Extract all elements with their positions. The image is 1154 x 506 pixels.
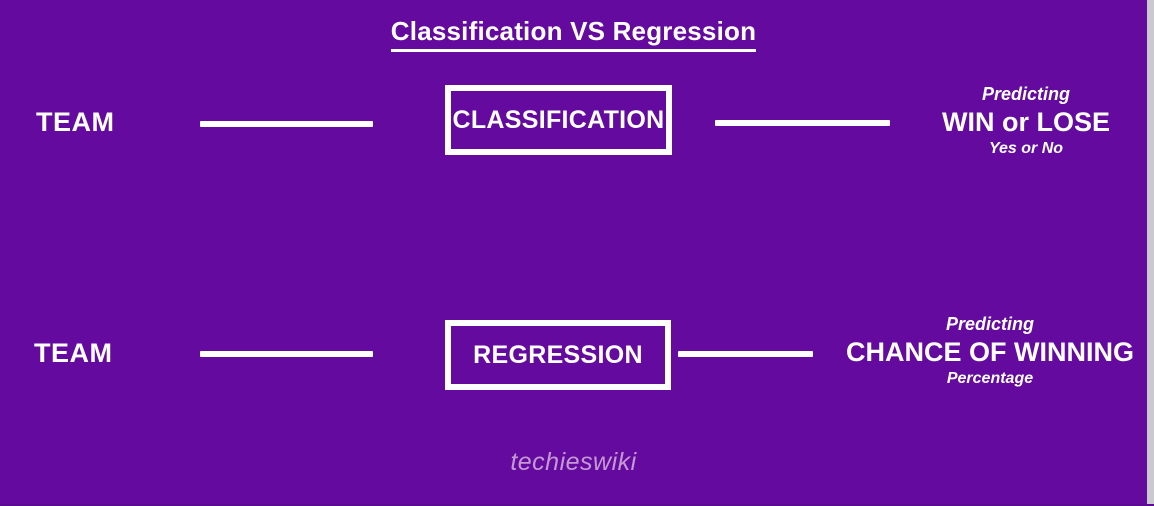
row-2-outcome: Predicting CHANCE OF WINNING Percentage bbox=[843, 313, 1137, 390]
bottom-edge-strip bbox=[0, 504, 1154, 506]
row-2-outcome-main: CHANCE OF WINNING bbox=[846, 336, 1134, 367]
page-title: Classification VS Regression bbox=[0, 16, 1147, 52]
row-2-predicting-label: Predicting bbox=[945, 314, 1034, 334]
row-1-process-box[interactable]: CLASSIFICATION bbox=[445, 85, 672, 155]
row-1-connector-right bbox=[715, 120, 890, 126]
watermark: techieswiki bbox=[510, 448, 637, 476]
row-2-input-label: TEAM bbox=[34, 338, 113, 368]
page-title-text: Classification VS Regression bbox=[390, 16, 757, 52]
row-1-outcome: Predicting WIN or LOSE Yes or No bbox=[880, 83, 1154, 160]
row-2-process-label: REGRESSION bbox=[473, 340, 643, 369]
row-1-input-label: TEAM bbox=[36, 107, 115, 137]
row-2-outcome-sub: Percentage bbox=[946, 370, 1034, 388]
row-1-outcome-main: WIN or LOSE bbox=[942, 106, 1110, 137]
row-2-connector-right bbox=[678, 351, 813, 357]
row-1-process-label: CLASSIFICATION bbox=[452, 105, 665, 134]
right-edge-strip bbox=[1147, 0, 1154, 506]
row-2-process-box[interactable]: REGRESSION bbox=[445, 320, 671, 390]
row-1-connector-left bbox=[200, 121, 373, 127]
row-1-outcome-sub: Yes or No bbox=[988, 140, 1064, 158]
row-2-connector-left bbox=[200, 351, 373, 357]
row-1-predicting-label: Predicting bbox=[981, 84, 1070, 104]
